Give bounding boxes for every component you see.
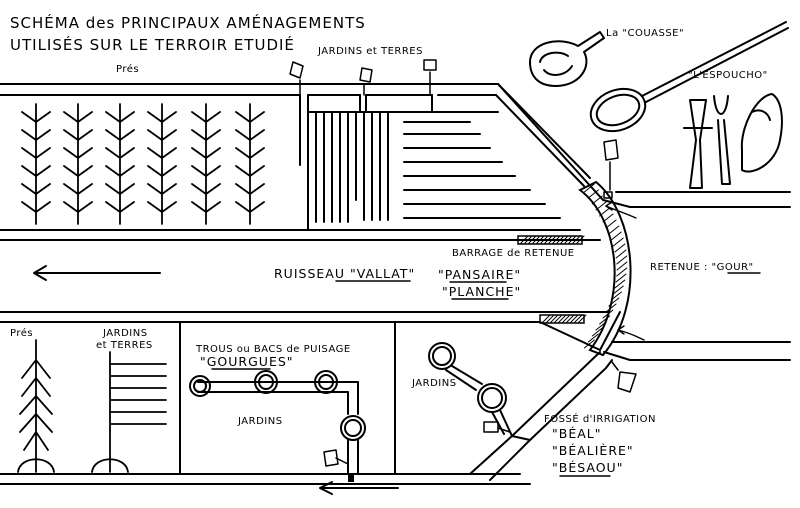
label-beal: "BÉAL" xyxy=(552,426,602,441)
label-jardins-bottom-1: JARDINS xyxy=(102,328,148,339)
retenue-arrows xyxy=(605,201,645,341)
jardins-furrows xyxy=(307,94,499,223)
label-trous-1: TROUS ou BACS de PUISAGE xyxy=(195,344,351,355)
gate-marker-retenue xyxy=(603,139,619,199)
label-jardins-mid: JARDINS xyxy=(237,416,283,427)
label-pres-top: Prés xyxy=(116,63,139,75)
label-jardins-terres-top: JARDINS et TERRES xyxy=(317,46,423,57)
couasse-scoop-icon xyxy=(529,31,605,87)
dam-wall xyxy=(578,180,632,357)
label-fosse: FOSSÉ d'IRRIGATION xyxy=(544,412,656,425)
label-barrage-1: BARRAGE de RETENUE xyxy=(452,248,575,259)
top-field-outlines xyxy=(0,83,601,241)
jardins-terres-bottom xyxy=(91,351,167,473)
label-couasse: La "COUASSE" xyxy=(606,28,684,39)
barrage-hatches xyxy=(517,235,587,324)
title-line-2: UTILISÉS SUR LE TERROIR ETUDIÉ xyxy=(10,35,295,54)
gate-marker-right xyxy=(483,421,511,433)
pick-tools-icon xyxy=(683,93,783,189)
label-bealiere: "BÉALIÈRE" xyxy=(552,443,634,458)
label-pres-bottom: Prés xyxy=(10,327,33,339)
label-trous-2: "GOURGUES" xyxy=(200,354,294,369)
label-besaou: "BÉSAOU" xyxy=(552,460,623,475)
label-jardins-right: JARDINS xyxy=(411,378,457,389)
label-barrage-3: "PLANCHE" xyxy=(442,284,521,299)
bottom-field-outlines xyxy=(0,321,613,485)
label-jardins-bottom-2: et TERRES xyxy=(96,340,153,351)
gate-marker-gourgues xyxy=(323,449,349,467)
underline-barrage xyxy=(449,281,509,300)
stream-flow-arrow xyxy=(33,265,161,281)
label-ruisseau: RUISSEAU "VALLAT" xyxy=(274,266,415,281)
label-espoucho: "L'ESPOUCHO" xyxy=(688,70,768,81)
gate-markers-top xyxy=(289,59,437,96)
gate-marker-fosse xyxy=(611,361,637,393)
jardins-right-channel xyxy=(428,342,513,437)
terres-furrows xyxy=(403,121,561,219)
outflow-arrow xyxy=(319,481,399,495)
label-barrage-2: "PANSAIRE" xyxy=(438,267,521,282)
pres-tree-bottom xyxy=(17,339,55,473)
stream-banks xyxy=(0,311,621,323)
retenue-banks xyxy=(497,83,791,361)
pres-trees-top xyxy=(21,103,265,225)
espoucho-ladle-icon xyxy=(589,21,789,133)
outflow-gate xyxy=(348,474,354,482)
title-line-1: SCHÉMA des PRINCIPAUX AMÉNAGEMENTS xyxy=(10,13,366,32)
gourgues-channel xyxy=(189,370,366,475)
label-retenue: RETENUE : "GOUR" xyxy=(650,262,754,273)
